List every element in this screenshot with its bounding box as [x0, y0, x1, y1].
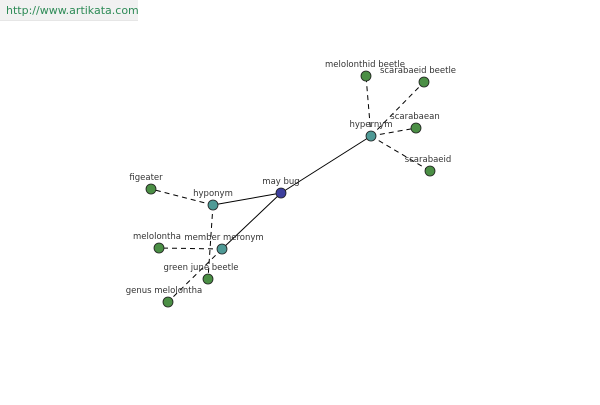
edge-hypernym-melolonthid-beetle — [365, 75, 372, 137]
term-node-genus-melolontha[interactable] — [162, 296, 174, 308]
edge-hypernym-scarabaeid-beetle — [370, 81, 425, 137]
edge-hyponym-green-june-beetle — [207, 204, 214, 280]
source-link[interactable]: http://www.artikata.com — [6, 4, 139, 17]
term-label-figeater[interactable]: figeater — [129, 173, 163, 183]
edge-hypernym-scarabaeid — [370, 135, 431, 172]
term-node-melolontha[interactable] — [153, 242, 165, 254]
term-label-melolontha[interactable]: melolontha — [133, 232, 181, 242]
relation-label-member-meronym[interactable]: member meronym — [184, 233, 263, 243]
term-node-green-june-beetle[interactable] — [202, 273, 214, 285]
edge-may-bug-member-meronym — [221, 192, 282, 250]
edge-layer — [150, 75, 431, 303]
term-label-melolonthid-beetle[interactable]: melolonthid beetle — [325, 60, 405, 70]
term-label-genus-melolontha[interactable]: genus melolontha — [126, 286, 202, 296]
term-node-scarabaeid[interactable] — [424, 165, 436, 177]
relation-node-member-meronym[interactable] — [216, 243, 228, 255]
edge-may-bug-hypernym — [280, 135, 372, 194]
center-label-may-bug[interactable]: may bug — [262, 177, 299, 187]
relation-label-hypernym[interactable]: hypernym — [349, 120, 392, 130]
relation-node-hyponym[interactable] — [207, 199, 219, 211]
term-node-figeater[interactable] — [145, 183, 157, 195]
term-node-scarabaeid-beetle[interactable] — [418, 76, 430, 88]
edge-may-bug-hyponym — [212, 192, 282, 206]
term-node-scarabaean[interactable] — [410, 122, 422, 134]
edge-member-meronym-melolontha — [158, 247, 223, 250]
edge-hypernym-scarabaean — [370, 127, 417, 137]
edge-member-meronym-genus-melolontha — [167, 248, 223, 303]
center-node-may-bug[interactable] — [275, 187, 287, 199]
relation-label-hyponym[interactable]: hyponym — [193, 189, 233, 199]
term-label-scarabaeid[interactable]: scarabaeid — [405, 155, 452, 165]
relation-node-hypernym[interactable] — [365, 130, 377, 142]
node-layer — [145, 70, 436, 308]
term-node-melolonthid-beetle[interactable] — [360, 70, 372, 82]
term-label-scarabaeid-beetle[interactable]: scarabaeid beetle — [380, 66, 456, 76]
term-label-green-june-beetle[interactable]: green june beetle — [163, 263, 238, 273]
edge-hyponym-figeater — [150, 188, 214, 206]
term-label-scarabaean[interactable]: scarabaean — [390, 112, 439, 122]
source-link-bar[interactable]: http://www.artikata.com — [0, 0, 139, 21]
